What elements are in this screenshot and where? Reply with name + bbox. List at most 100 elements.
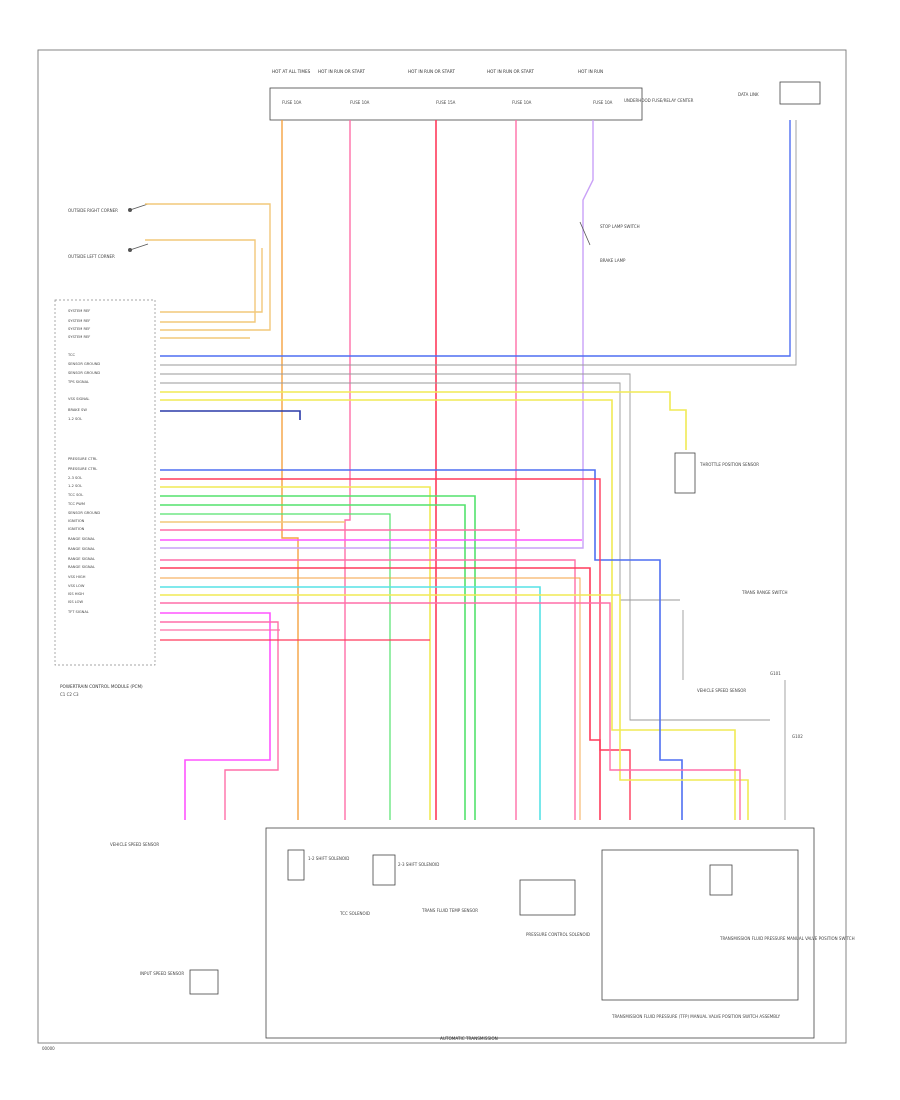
wire-tan-sw1 — [145, 203, 271, 331]
pcm-pin-22: RANGE SIGNAL — [68, 547, 95, 551]
pcm-pin-8: TPS SIGNAL — [67, 380, 89, 384]
pcm-pin-14: 2-3 SOL — [68, 476, 82, 480]
pcm-pin-2: SYSTEM REF — [68, 319, 90, 323]
wire-green-trans-1 — [160, 495, 476, 820]
pcm-pin-4: SYSTEM REF — [68, 335, 90, 339]
tfp-switch-label: TRANSMISSION FLUID PRESSURE MANUAL VALVE… — [719, 936, 855, 941]
wire-gray-ground — [160, 373, 770, 721]
wire-blue-trans — [160, 469, 683, 820]
wire-magenta-speed — [160, 612, 271, 820]
pcm-pin-7: SENSOR GROUND — [68, 371, 100, 375]
wire-violet-stop — [160, 120, 594, 549]
tfp-switch-sub: TRANSMISSION FLUID PRESSURE (TFP) MANUAL… — [611, 1014, 781, 1019]
fuse-block: HOT AT ALL TIMES HOT IN RUN OR START HOT… — [269, 69, 694, 121]
fuse-label-d: HOT IN RUN OR START — [487, 69, 534, 74]
pcm-pin-15: 1-2 SOL — [68, 484, 82, 488]
pcm-pin-27: ISS HIGH — [68, 592, 84, 596]
pcm-title: POWERTRAIN CONTROL MODULE (PCM) — [60, 684, 143, 689]
wire-gray-ground-2 — [160, 382, 680, 601]
solenoid-3-label: TCC SOLENOID — [339, 911, 370, 916]
fluid-temp-label: TRANS FLUID TEMP SENSOR — [421, 908, 478, 913]
switch-right-arm — [129, 203, 149, 211]
fuse-label-c: HOT IN RUN OR START — [408, 69, 455, 74]
pcm-box — [54, 299, 156, 666]
diagram-id: 00000 — [42, 1046, 55, 1051]
pcm-pin-13: PRESSURE CTRL — [68, 467, 97, 471]
stop-lamp-switch: STOP LAMP SWITCH BRAKE LAMP — [579, 221, 640, 263]
pcm-pin-19: IGNITION — [68, 519, 85, 523]
pcm-pin-20: IGNITION — [68, 527, 85, 531]
wire-pink-fuse2 — [344, 120, 351, 820]
wire-yellow-vss — [160, 399, 736, 820]
pcm-pin-17: TCC PWM — [67, 502, 85, 506]
pressure-solenoid-label: PRESSURE CONTROL SOLENOID — [526, 932, 590, 937]
pcm-pin-28: ISS LOW — [68, 600, 83, 604]
pcm-pin-12: PRESSURE CTRL — [68, 457, 97, 461]
wire-pink-speed — [160, 621, 279, 820]
speed-sensor-label: VEHICLE SPEED SENSOR — [110, 842, 159, 847]
wire-pink-trans-2 — [160, 559, 576, 820]
outside-switches: OUTSIDE RIGHT CORNER OUTSIDE LEFT CORNER — [68, 203, 149, 259]
fuse-label-a: HOT AT ALL TIMES — [272, 69, 311, 74]
brake-lamp-label: BRAKE LAMP — [600, 258, 626, 263]
underhood-label: UNDERHOOD FUSE/RELAY CENTER — [624, 98, 694, 103]
data-link-box — [779, 81, 821, 105]
pcm-pin-21: RANGE SIGNAL — [68, 537, 95, 541]
wire-yellow-tps — [160, 391, 687, 450]
wire-green-trans-2 — [160, 504, 466, 820]
solenoid-1-box — [287, 849, 305, 881]
fuse-4-label: FUSE 10A — [512, 100, 532, 105]
fuse-label-b: HOT IN RUN OR START — [318, 69, 365, 74]
pcm-pin-26: VSS LOW — [68, 584, 85, 588]
pcm-pin-11: 1-2 SOL — [68, 417, 82, 421]
stop-switch-label: STOP LAMP SWITCH — [600, 224, 640, 229]
tr-switch-label: TRANS RANGE SWITCH — [741, 590, 788, 595]
speed-sensor: VEHICLE SPEED SENSOR INPUT SPEED SENSOR — [110, 842, 219, 995]
fuse-3-label: FUSE 15A — [436, 100, 456, 105]
data-link-connector: DATA LINK — [738, 81, 821, 105]
vss-sensor: VEHICLE SPEED SENSOR G101 G102 — [697, 671, 803, 739]
outer-frame — [37, 49, 847, 1044]
wire-tan-sw3 — [160, 248, 263, 313]
tps-box — [674, 452, 696, 494]
pcm-pin-6: SENSOR GROUND — [68, 362, 100, 366]
fuse-5-label: FUSE 10A — [593, 100, 613, 105]
wire-red-trans-2 — [160, 567, 601, 820]
pcm-pin-1: SYSTEM REF — [68, 309, 90, 313]
wire-orange-trans — [160, 577, 581, 820]
tfp-sensor-box — [709, 864, 733, 896]
pcm-pin-9: VSS SIGNAL — [68, 397, 89, 401]
pcm-pin-16: TCC SOL — [67, 493, 83, 497]
wire-gray-datalink — [160, 120, 797, 366]
pcm-pin-3: SYSTEM REF — [68, 327, 90, 331]
fuse-label-e: HOT IN RUN — [578, 69, 603, 74]
pcm-pin-18: SENSOR GROUND — [68, 511, 100, 515]
ground-g2-label: G102 — [792, 734, 803, 739]
fuse-block-box — [269, 87, 643, 121]
automatic-transmission: AUTOMATIC TRANSMISSION 1-2 SHIFT SOLENOI… — [265, 827, 855, 1041]
pcm-pin-23: RANGE SIGNAL — [68, 557, 95, 561]
wire-blue-datalink — [160, 120, 791, 357]
input-sensor-label: INPUT SPEED SENSOR — [140, 971, 184, 976]
wire-orange-fuse1 — [281, 120, 299, 820]
pcm-pin-24: RANGE SIGNAL — [68, 565, 95, 569]
pcm-subtitle: C1 C2 C3 — [60, 692, 79, 697]
vss-label: VEHICLE SPEED SENSOR — [697, 688, 746, 693]
tps-sensor: THROTTLE POSITION SENSOR — [674, 452, 759, 494]
pcm-pin-29: TFT SIGNAL — [67, 610, 89, 614]
switch-left-arm — [129, 243, 149, 251]
input-sensor-box — [189, 969, 219, 995]
wire-cyan-trans — [160, 586, 541, 820]
tr-switch: TRANS RANGE SWITCH — [741, 590, 788, 595]
switch-right-label: OUTSIDE RIGHT CORNER — [68, 208, 118, 213]
ground-g1-label: G101 — [770, 671, 781, 676]
pressure-solenoid-box — [519, 879, 576, 916]
trans-label: AUTOMATIC TRANSMISSION — [440, 1036, 498, 1041]
pcm-pin-5: TCC — [67, 353, 75, 357]
fuse-2-label: FUSE 10A — [350, 100, 370, 105]
wire-yellow-trans-2 — [160, 594, 749, 820]
pcm-pin-25: VSS HIGH — [68, 575, 86, 579]
solenoid-2-label: 2-3 SHIFT SOLENOID — [398, 862, 439, 867]
wire-yellow-trans — [160, 486, 431, 820]
